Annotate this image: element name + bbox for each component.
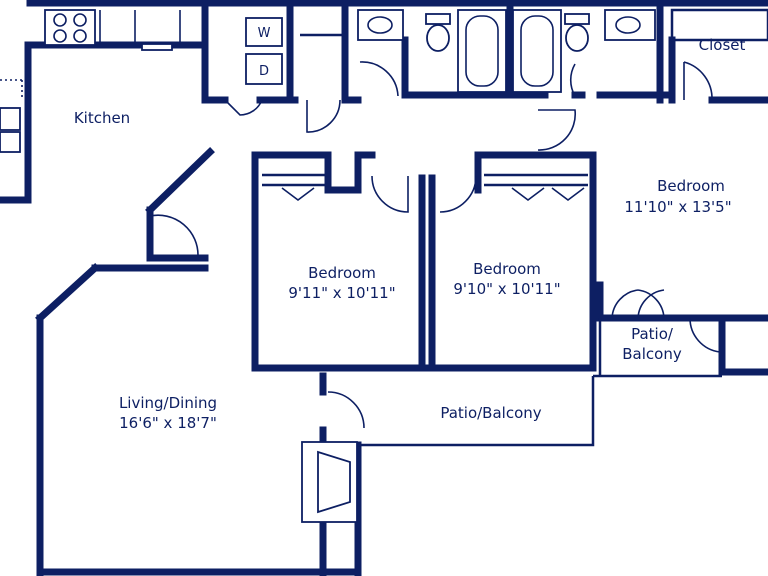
dryer-icon (245, 53, 283, 85)
living-dining-size: 16'6" x 18'7" (119, 414, 217, 432)
toilet-left-icon (426, 24, 450, 52)
bedroom-mid-label: Bedroom (473, 260, 541, 278)
toilet-right-icon (565, 24, 589, 52)
bathtub-right-icon (512, 9, 562, 93)
toilet-tank-right-icon (564, 13, 590, 25)
laundry-closet: W D (245, 17, 283, 85)
bath-fixtures (357, 9, 656, 93)
bedroom-left-label: Bedroom (308, 264, 376, 282)
dishwasher-icon (0, 107, 21, 131)
dryer-label: D (259, 64, 269, 79)
bedroom-left-size: 9'11" x 10'11" (288, 284, 395, 302)
sink-icon (141, 43, 173, 51)
vanity-sink-right-icon (604, 9, 656, 41)
patio-small-label-line2: Balcony (622, 345, 682, 363)
patio-main-label: Patio/Balcony (440, 404, 541, 422)
patio-small-label-line1: Patio/ (631, 325, 674, 343)
washer-label: W (258, 26, 271, 41)
fireplace-icon (301, 441, 358, 523)
washer-icon (245, 17, 283, 47)
bedroom-mid-size: 9'10" x 10'11" (453, 280, 560, 298)
bedroom-right-label: Bedroom (657, 177, 725, 195)
vanity-sink-left-icon (357, 9, 404, 41)
living-dining-label: Living/Dining (119, 394, 217, 412)
range-icon (44, 9, 96, 46)
thin-walls (262, 8, 768, 447)
toilet-tank-left-icon (425, 13, 451, 25)
kitchen-fixtures (0, 9, 181, 153)
doors (149, 61, 721, 429)
kitchen-label: Kitchen (74, 109, 130, 127)
bedroom-right-size: 11'10" x 13'5" (624, 198, 731, 216)
closet-label: Closet (699, 36, 746, 54)
room-labels: Kitchen Closet Bedroom 9'11" x 10'11" Be… (74, 36, 746, 432)
